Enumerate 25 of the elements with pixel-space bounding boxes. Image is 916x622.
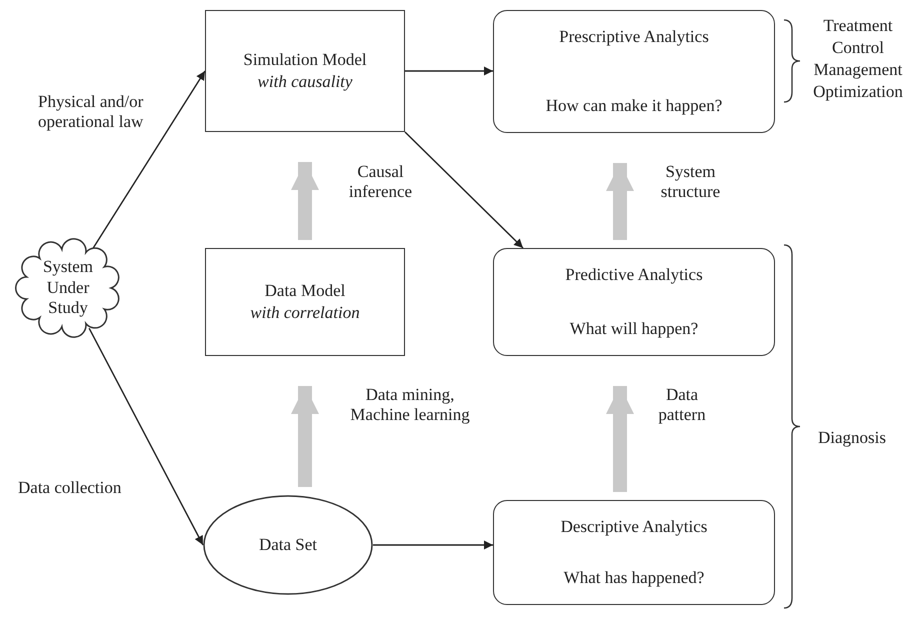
node-title: Data Model <box>264 280 346 301</box>
arrow <box>404 132 524 248</box>
node-title: Descriptive Analytics <box>560 517 708 538</box>
node-subtitle: What will happen? <box>570 318 698 339</box>
analytics-box <box>493 10 775 133</box>
analytics-box <box>493 500 775 605</box>
node-subtitle: How can make it happen? <box>546 96 722 116</box>
arrow <box>92 70 206 250</box>
block-arrow <box>606 386 634 492</box>
node-title: Predictive Analytics <box>565 265 703 286</box>
arrow <box>373 540 493 550</box>
model-box <box>205 10 405 132</box>
block-arrow <box>606 163 634 240</box>
node-title: Data Set <box>258 534 318 556</box>
arrow <box>405 66 493 76</box>
node-subtitle: with correlation <box>250 303 360 324</box>
node-subtitle: with causality <box>258 72 352 92</box>
node-title: Prescriptive Analytics <box>559 27 709 48</box>
data-ellipse <box>203 495 373 595</box>
block-arrow <box>291 162 319 240</box>
model-box <box>205 248 405 356</box>
block-arrow <box>291 386 319 487</box>
node-subtitle: What has happened? <box>564 568 704 588</box>
analytics-box <box>493 248 775 356</box>
node-title: Simulation Model <box>243 50 367 70</box>
